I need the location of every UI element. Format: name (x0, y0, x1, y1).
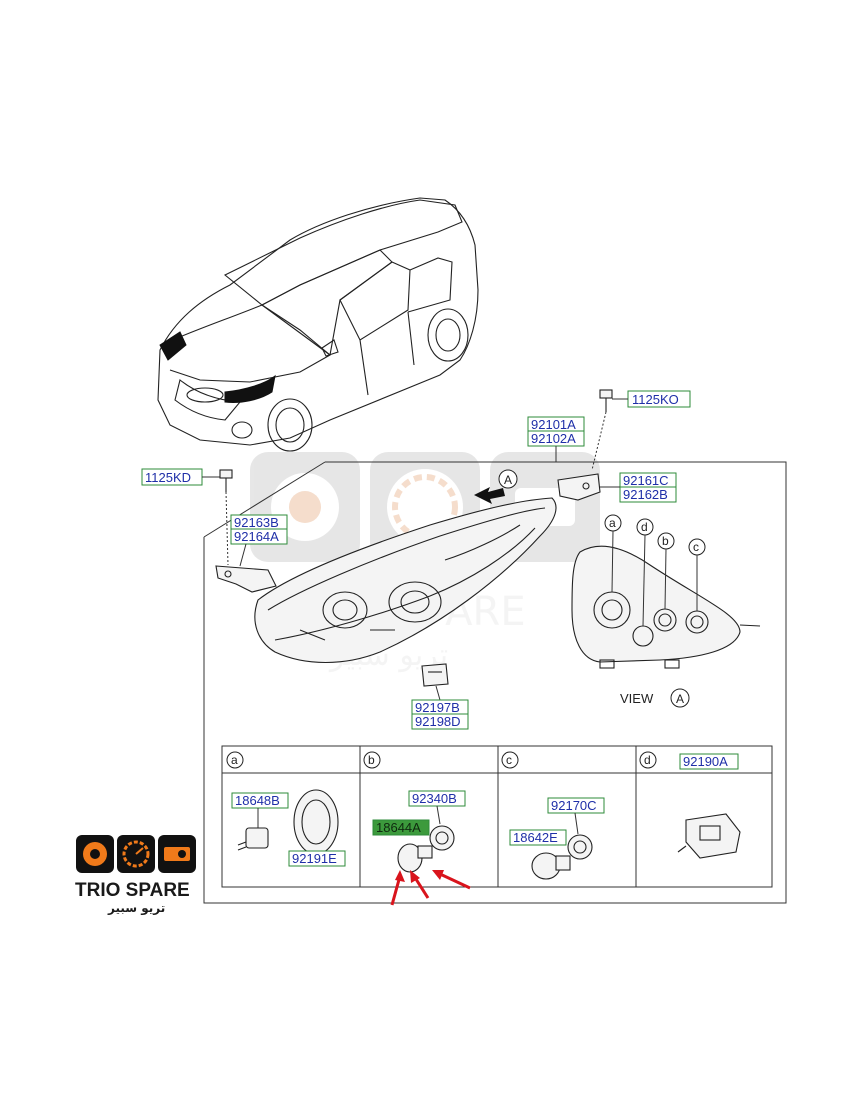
bolt-1125ko (591, 389, 628, 471)
svg-text:VIEW: VIEW (620, 691, 654, 706)
table-callout-a: a (226, 751, 244, 769)
svg-text:92164A: 92164A (234, 529, 279, 544)
view-a-caption: VIEW A (620, 688, 690, 708)
svg-text:18644A: 18644A (376, 820, 421, 835)
bulb-18648b (237, 808, 269, 851)
label-18648b[interactable]: 18648B (231, 792, 289, 809)
socket-92340b (429, 805, 455, 851)
table-callout-b: b (363, 751, 381, 769)
svg-text:92170C: 92170C (551, 798, 597, 813)
assembly-frame (203, 461, 787, 904)
svg-text:1125KD: 1125KD (145, 470, 191, 485)
brand-name: TRIO SPARE (75, 880, 190, 901)
actuator-92190a (677, 813, 741, 859)
cap-92191e (293, 789, 339, 855)
label-92101a[interactable]: 92101A (527, 416, 585, 433)
svg-text:a: a (609, 516, 616, 530)
svg-text:92198D: 92198D (415, 714, 461, 729)
red-arrows (390, 870, 471, 906)
car-illustration (157, 197, 479, 452)
label-92190a[interactable]: 92190A (679, 753, 739, 770)
bulb-18644a (397, 843, 433, 873)
view-callout-c: c (688, 538, 706, 611)
label-92162b[interactable]: 92162B (619, 486, 677, 503)
table-callout-c: c (501, 751, 519, 769)
label-92163b[interactable]: 92163B (230, 514, 288, 531)
detail-table (221, 745, 773, 888)
label-92191e[interactable]: 92191E (288, 850, 346, 867)
label-1125kd[interactable]: 1125KD (141, 468, 203, 486)
label-92197b[interactable]: 92197B (411, 699, 469, 716)
svg-text:92340B: 92340B (412, 791, 457, 806)
label-92164a[interactable]: 92164A (230, 528, 288, 545)
label-18642e[interactable]: 18642E (509, 829, 567, 846)
socket-92170c (567, 812, 593, 860)
bracket-92163b (215, 565, 277, 593)
label-92198d[interactable]: 92198D (411, 713, 469, 730)
brand-logo: TRIO SPARE تريو سبير (75, 835, 196, 916)
headlamp-assembly (254, 497, 557, 663)
label-92161c[interactable]: 92161C (619, 472, 677, 489)
svg-text:A: A (504, 473, 512, 487)
bulb-18642e (531, 852, 571, 880)
svg-text:a: a (231, 753, 238, 767)
svg-text:92197B: 92197B (415, 700, 460, 715)
svg-text:c: c (693, 540, 699, 554)
speedometer-icon (122, 840, 150, 868)
table-callout-d: d (639, 751, 657, 769)
svg-text:92161C: 92161C (623, 473, 669, 488)
engine-icon (164, 847, 190, 861)
brand-arabic: تريو سبير (107, 901, 165, 916)
label-92170c[interactable]: 92170C (547, 797, 605, 814)
label-92102a[interactable]: 92102A (527, 430, 585, 447)
bolt-1125kd (219, 469, 233, 566)
svg-text:92191E: 92191E (292, 851, 337, 866)
label-1125ko[interactable]: 1125KO (627, 390, 691, 408)
svg-text:A: A (676, 692, 684, 706)
view-callout-d: d (636, 518, 654, 627)
svg-text:92190A: 92190A (683, 754, 728, 769)
svg-text:18648B: 18648B (235, 793, 280, 808)
svg-text:d: d (644, 753, 651, 767)
view-callout-a: a (604, 514, 622, 593)
view-a-arrow: A (474, 469, 518, 504)
svg-text:92102A: 92102A (531, 431, 576, 446)
svg-text:c: c (506, 753, 512, 767)
label-18644a[interactable]: 18644A (372, 819, 430, 836)
svg-text:d: d (641, 520, 648, 534)
svg-text:92163B: 92163B (234, 515, 279, 530)
svg-text:92162B: 92162B (623, 487, 668, 502)
svg-text:18642E: 18642E (513, 830, 558, 845)
svg-text:1125KO: 1125KO (632, 392, 679, 407)
svg-text:b: b (662, 534, 669, 548)
label-92340b[interactable]: 92340B (408, 790, 466, 807)
svg-text:92101A: 92101A (531, 417, 576, 432)
svg-text:b: b (368, 753, 375, 767)
bracket-92161c (557, 473, 601, 501)
bracket-92197b (421, 663, 449, 701)
view-callout-b: b (657, 532, 675, 610)
